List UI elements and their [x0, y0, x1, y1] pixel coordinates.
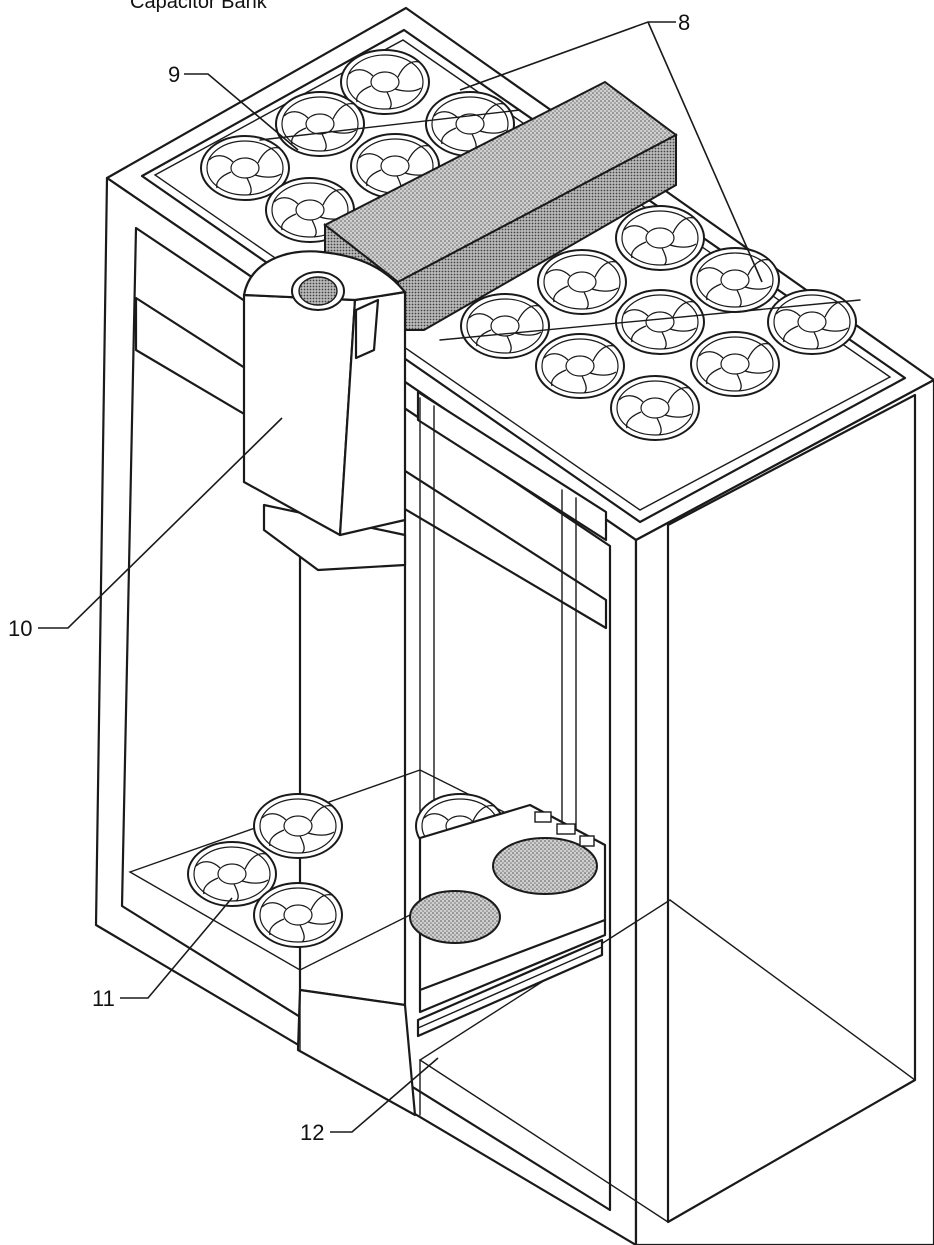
- top-fan-array: [200, 49, 861, 441]
- fan-icon: [275, 91, 365, 157]
- wafer-stage: [409, 803, 607, 1038]
- fan-icon: [537, 249, 627, 315]
- fan-icon: [253, 882, 343, 948]
- vertical-column: [296, 518, 417, 1117]
- figure-caption: Capacitor Bank: [130, 0, 268, 13]
- callout-9: 9: [168, 62, 180, 87]
- processing-head: [242, 250, 407, 572]
- callout-12: 12: [300, 1120, 324, 1145]
- fan-icon: [690, 331, 780, 397]
- fan-icon: [460, 293, 550, 359]
- callout-10: 10: [8, 616, 32, 641]
- leader-lines: [38, 21, 763, 1133]
- fan-icon: [253, 793, 343, 859]
- fan-icon: [767, 289, 857, 355]
- fan-icon: [615, 205, 705, 271]
- fan-icon: [610, 375, 700, 441]
- callout-8: 8: [678, 10, 690, 35]
- fan-icon: [690, 247, 780, 313]
- fan-icon: [535, 333, 625, 399]
- callout-11: 11: [92, 986, 115, 1011]
